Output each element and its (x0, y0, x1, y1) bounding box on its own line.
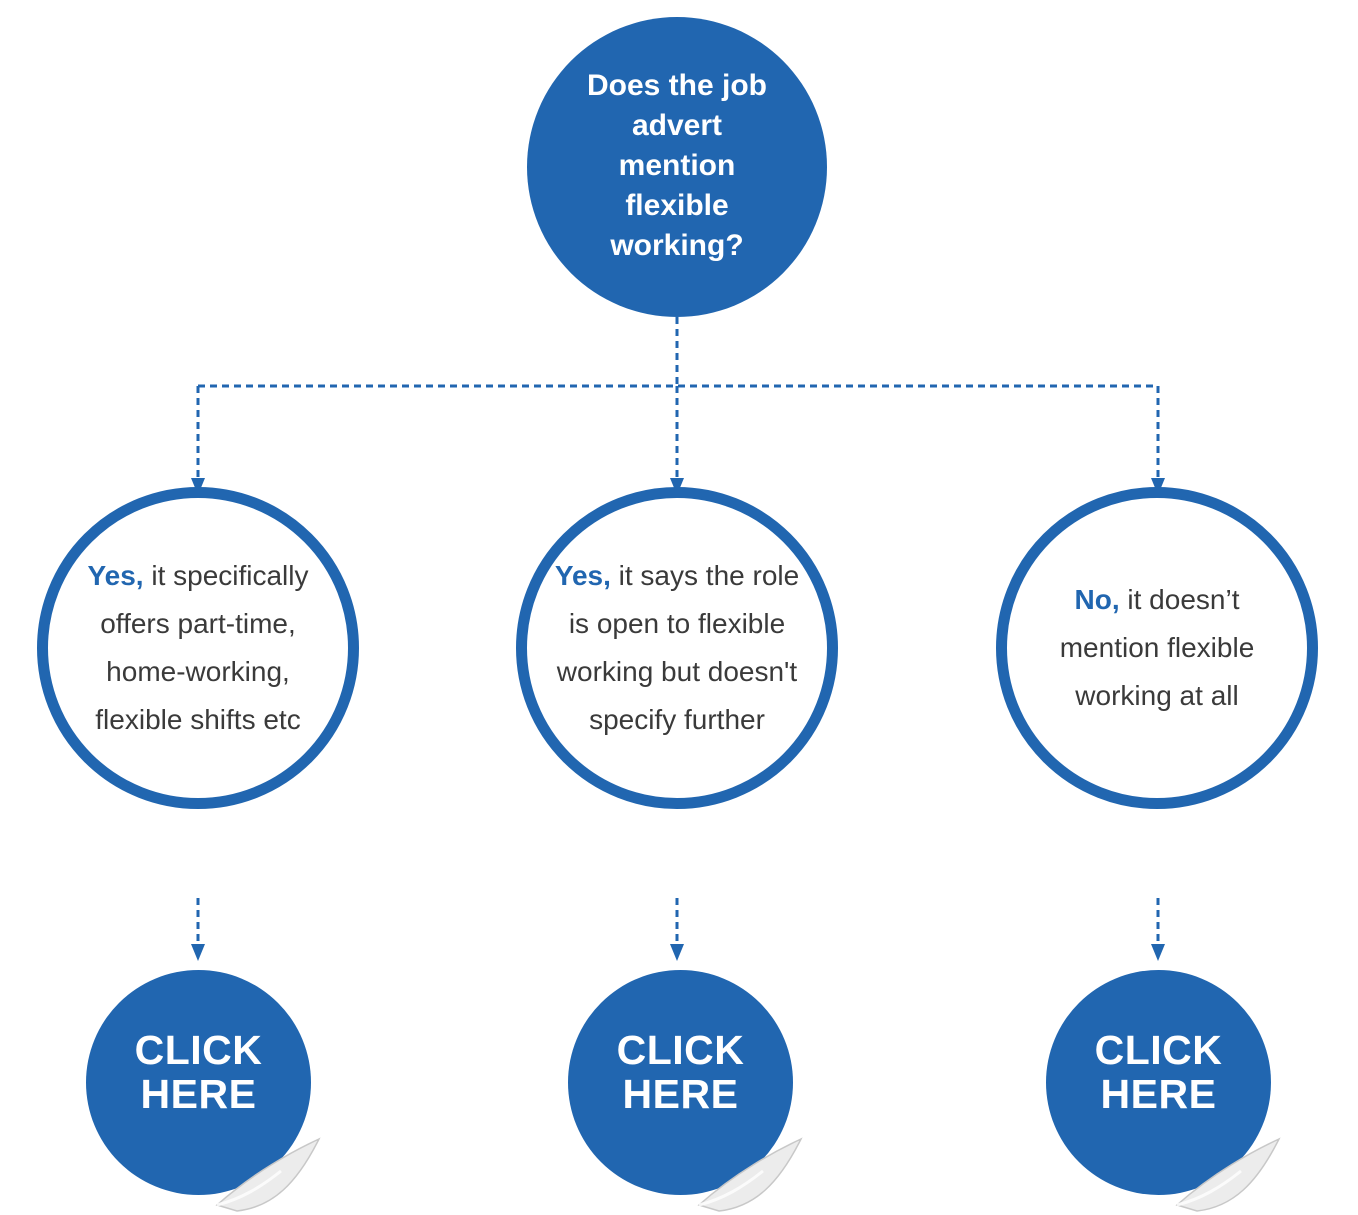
option-2-text: Yes, it says the role is open to flexibl… (547, 552, 807, 744)
click-here-button-3[interactable]: CLICK HERE (1046, 970, 1281, 1212)
page-curl-icon (1175, 1137, 1281, 1212)
option-node-2: Yes, it says the role is open to flexibl… (516, 487, 838, 809)
arrowhead-2 (670, 478, 684, 495)
arrowhead-4 (191, 944, 205, 961)
click-here-button-1[interactable]: CLICK HERE (86, 970, 321, 1212)
option-1-body: it specifically offers part-time, home-w… (95, 560, 309, 735)
option-1-text: Yes, it specifically offers part-time, h… (68, 552, 328, 744)
question-node: Does the job advert mention flexible wor… (527, 17, 827, 317)
arrowhead-6 (1151, 944, 1165, 961)
option-2-body: it says the role is open to flexible wor… (556, 560, 800, 735)
option-3-body: it doesn’t mention flexible working at a… (1059, 584, 1255, 711)
page-curl-icon (215, 1137, 321, 1212)
arrowhead-3 (1151, 478, 1165, 495)
click-here-label-3: CLICK HERE (1094, 1027, 1223, 1117)
arrowhead-5 (670, 944, 684, 961)
arrowhead-1 (191, 478, 205, 495)
option-node-3: No, it doesn’t mention flexible working … (996, 487, 1318, 809)
question-text: Does the job advert mention flexible wor… (586, 69, 767, 262)
option-2-lead: Yes, (554, 560, 611, 591)
option-1-lead: Yes, (87, 560, 144, 591)
click-here-label-2: CLICK HERE (616, 1027, 745, 1117)
option-node-1: Yes, it specifically offers part-time, h… (37, 487, 359, 809)
click-here-label-1: CLICK HERE (134, 1027, 263, 1117)
click-here-button-2[interactable]: CLICK HERE (568, 970, 803, 1212)
page-curl-icon (697, 1137, 803, 1212)
option-3-text: No, it doesn’t mention flexible working … (1037, 576, 1277, 720)
option-3-lead: No, (1074, 584, 1120, 615)
